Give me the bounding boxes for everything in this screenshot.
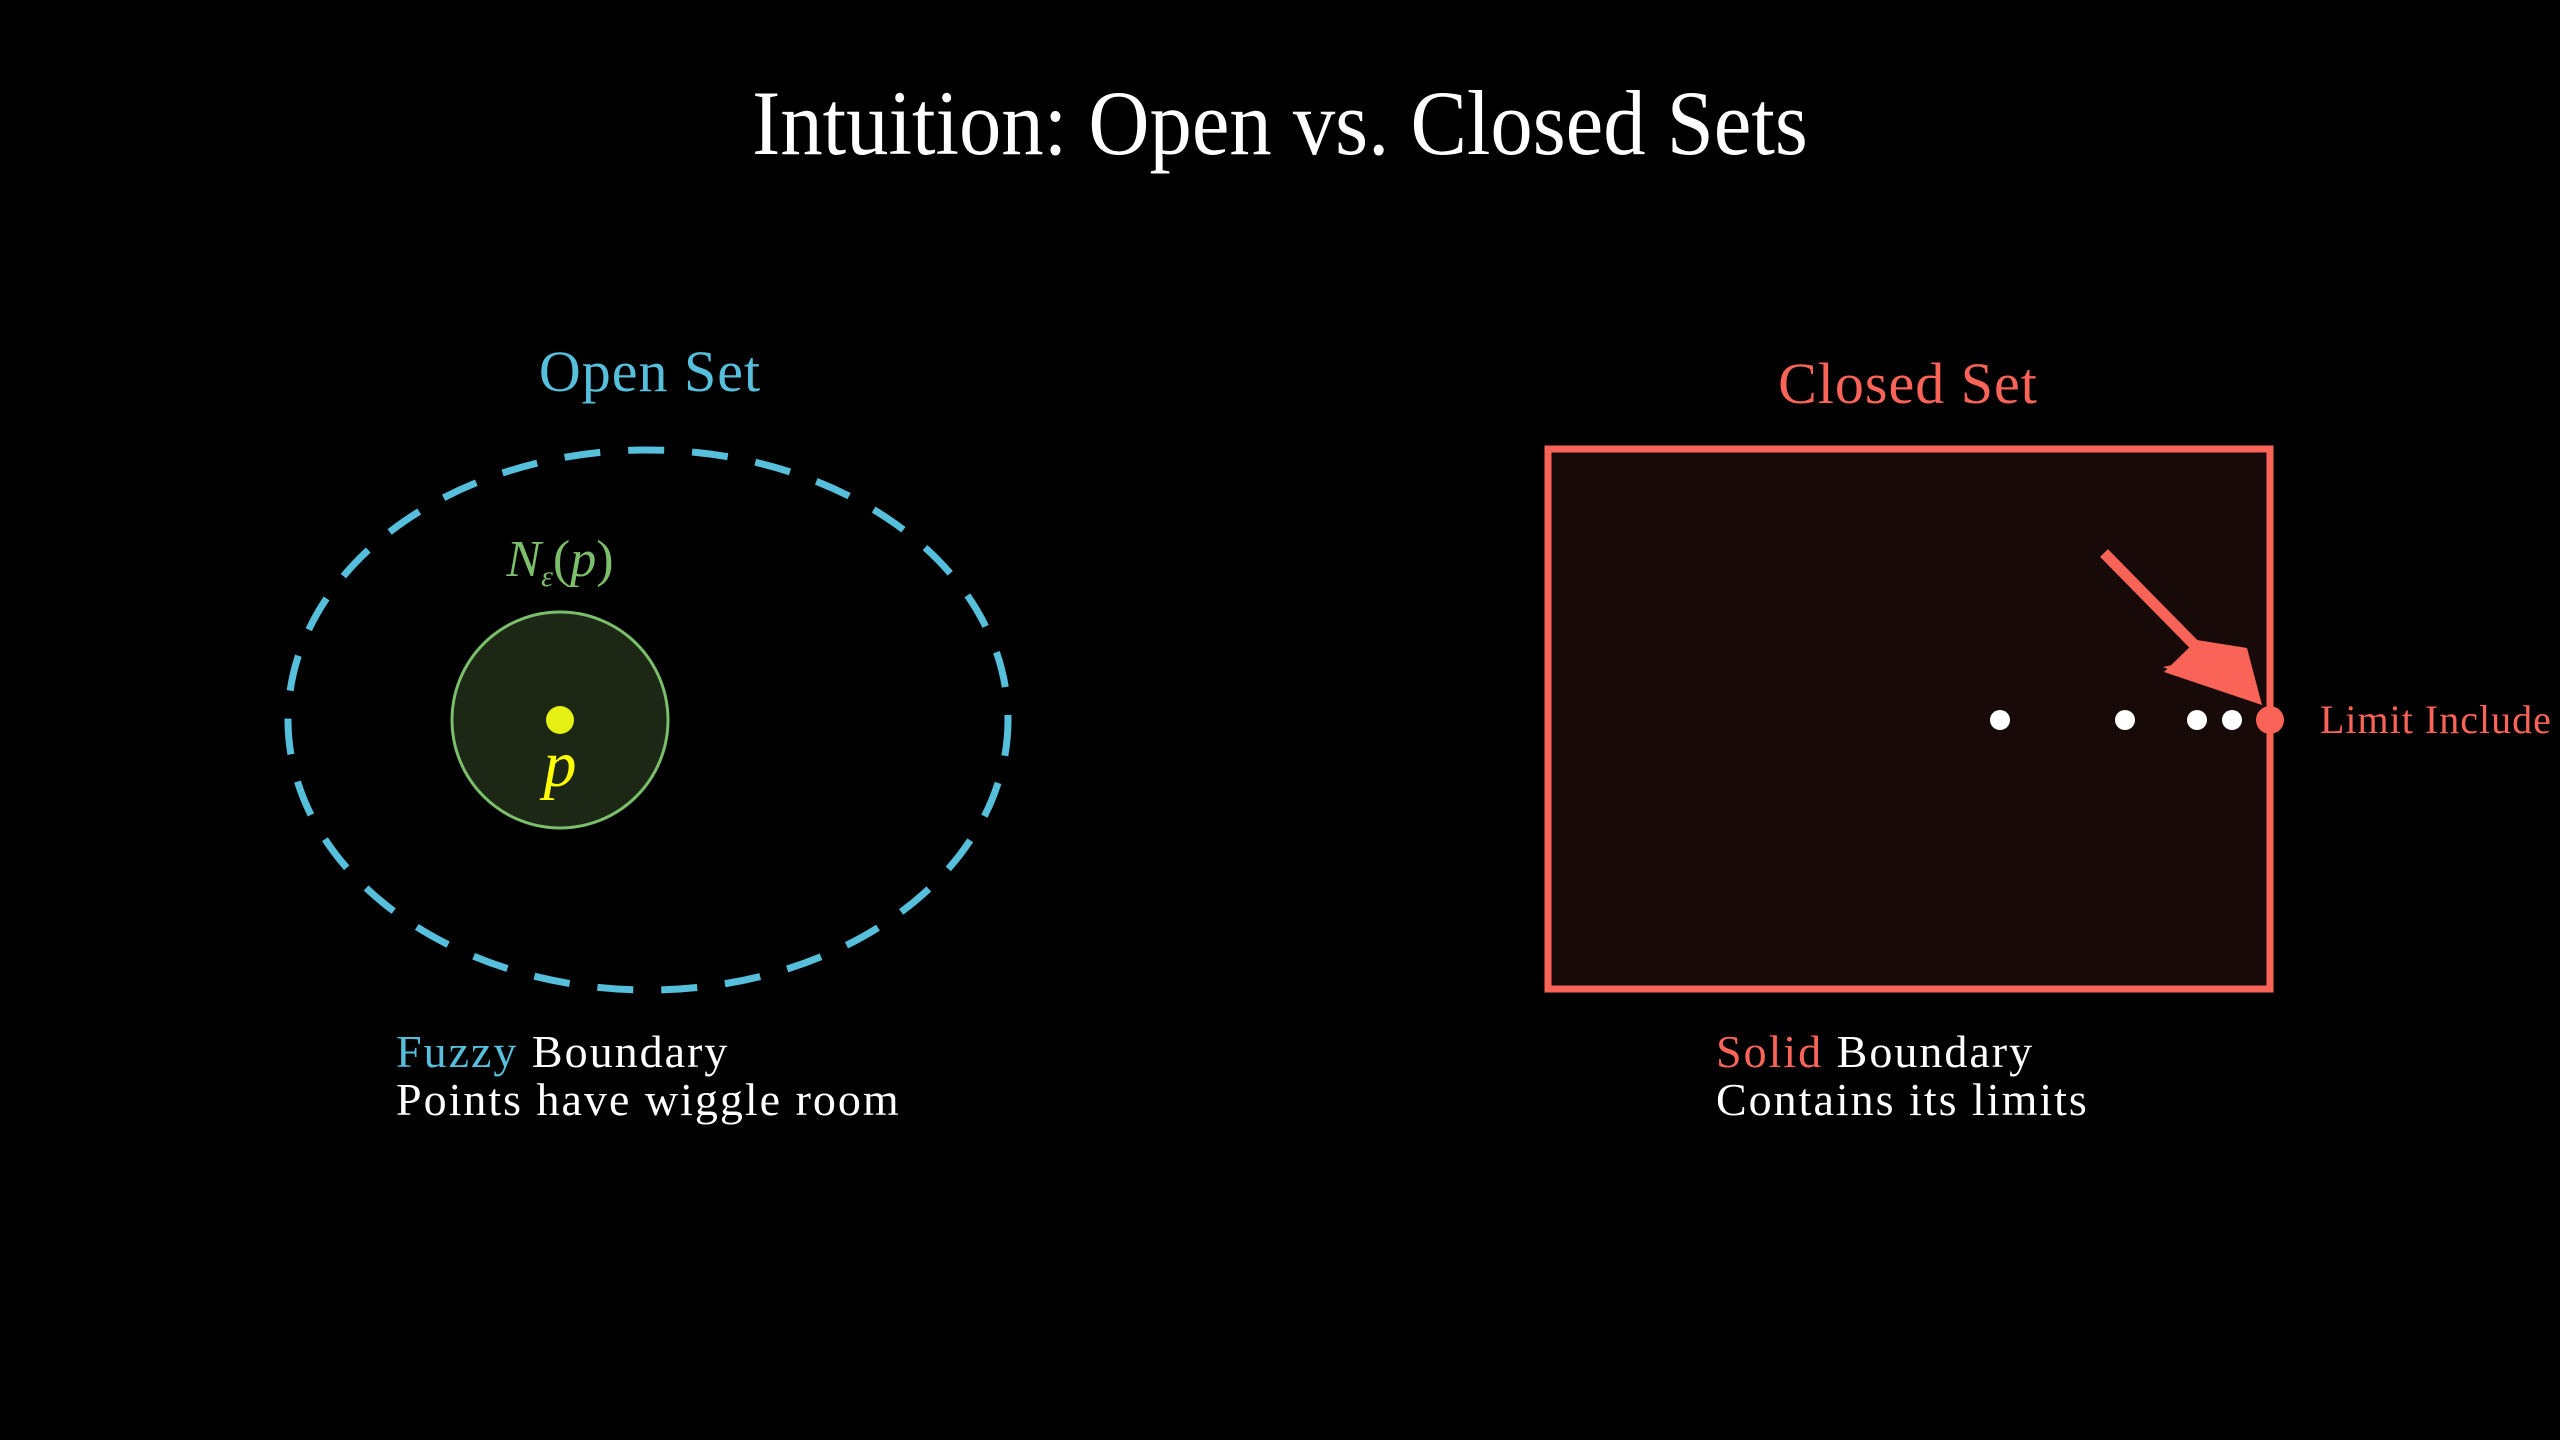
open-set-dashed-boundary xyxy=(284,446,1012,994)
neighborhood-label-main: N xyxy=(506,531,542,588)
arrow-icon xyxy=(2100,549,2262,705)
neighborhood-label: Nε(p) xyxy=(440,530,680,607)
closed-caption-rest: Boundary xyxy=(1823,1026,2035,1077)
limit-point-dot xyxy=(2256,706,2284,734)
sequence-point-3 xyxy=(2187,710,2207,730)
neighborhood-close-paren: ) xyxy=(596,531,614,588)
limit-included-label: Limit Include xyxy=(2320,697,2552,742)
closed-set-label: Closed Set xyxy=(1778,351,2038,416)
open-caption-rest: Boundary xyxy=(518,1026,730,1077)
point-p-label: p xyxy=(543,728,577,801)
sequence-point-1 xyxy=(1990,710,2010,730)
sequence-point-4 xyxy=(2222,710,2242,730)
closed-caption-highlight: Solid xyxy=(1716,1026,1824,1077)
closed-caption-line-1: Solid Boundary xyxy=(1716,1027,2089,1077)
open-caption-line-1: Fuzzy Boundary xyxy=(396,1027,901,1077)
neighborhood-open-paren: ( xyxy=(552,531,571,588)
closed-set-caption: Solid Boundary Contains its limits xyxy=(1716,1027,2089,1125)
open-caption-line-2: Points have wiggle room xyxy=(396,1074,901,1125)
open-set-label: Open Set xyxy=(538,339,762,404)
open-caption-highlight: Fuzzy xyxy=(396,1026,519,1077)
point-p-dot xyxy=(546,706,574,734)
sequence-point-2 xyxy=(2115,710,2135,730)
slide-title: Intuition: Open vs. Closed Sets xyxy=(752,72,1808,174)
open-set-caption: Fuzzy Boundary Points have wiggle room xyxy=(396,1027,901,1125)
closed-caption-line-2: Contains its limits xyxy=(1716,1074,2089,1125)
neighborhood-label-subscript: ε xyxy=(541,560,553,593)
closed-set-solid-boundary xyxy=(1544,445,2274,993)
neighborhood-label-var: p xyxy=(570,531,597,588)
